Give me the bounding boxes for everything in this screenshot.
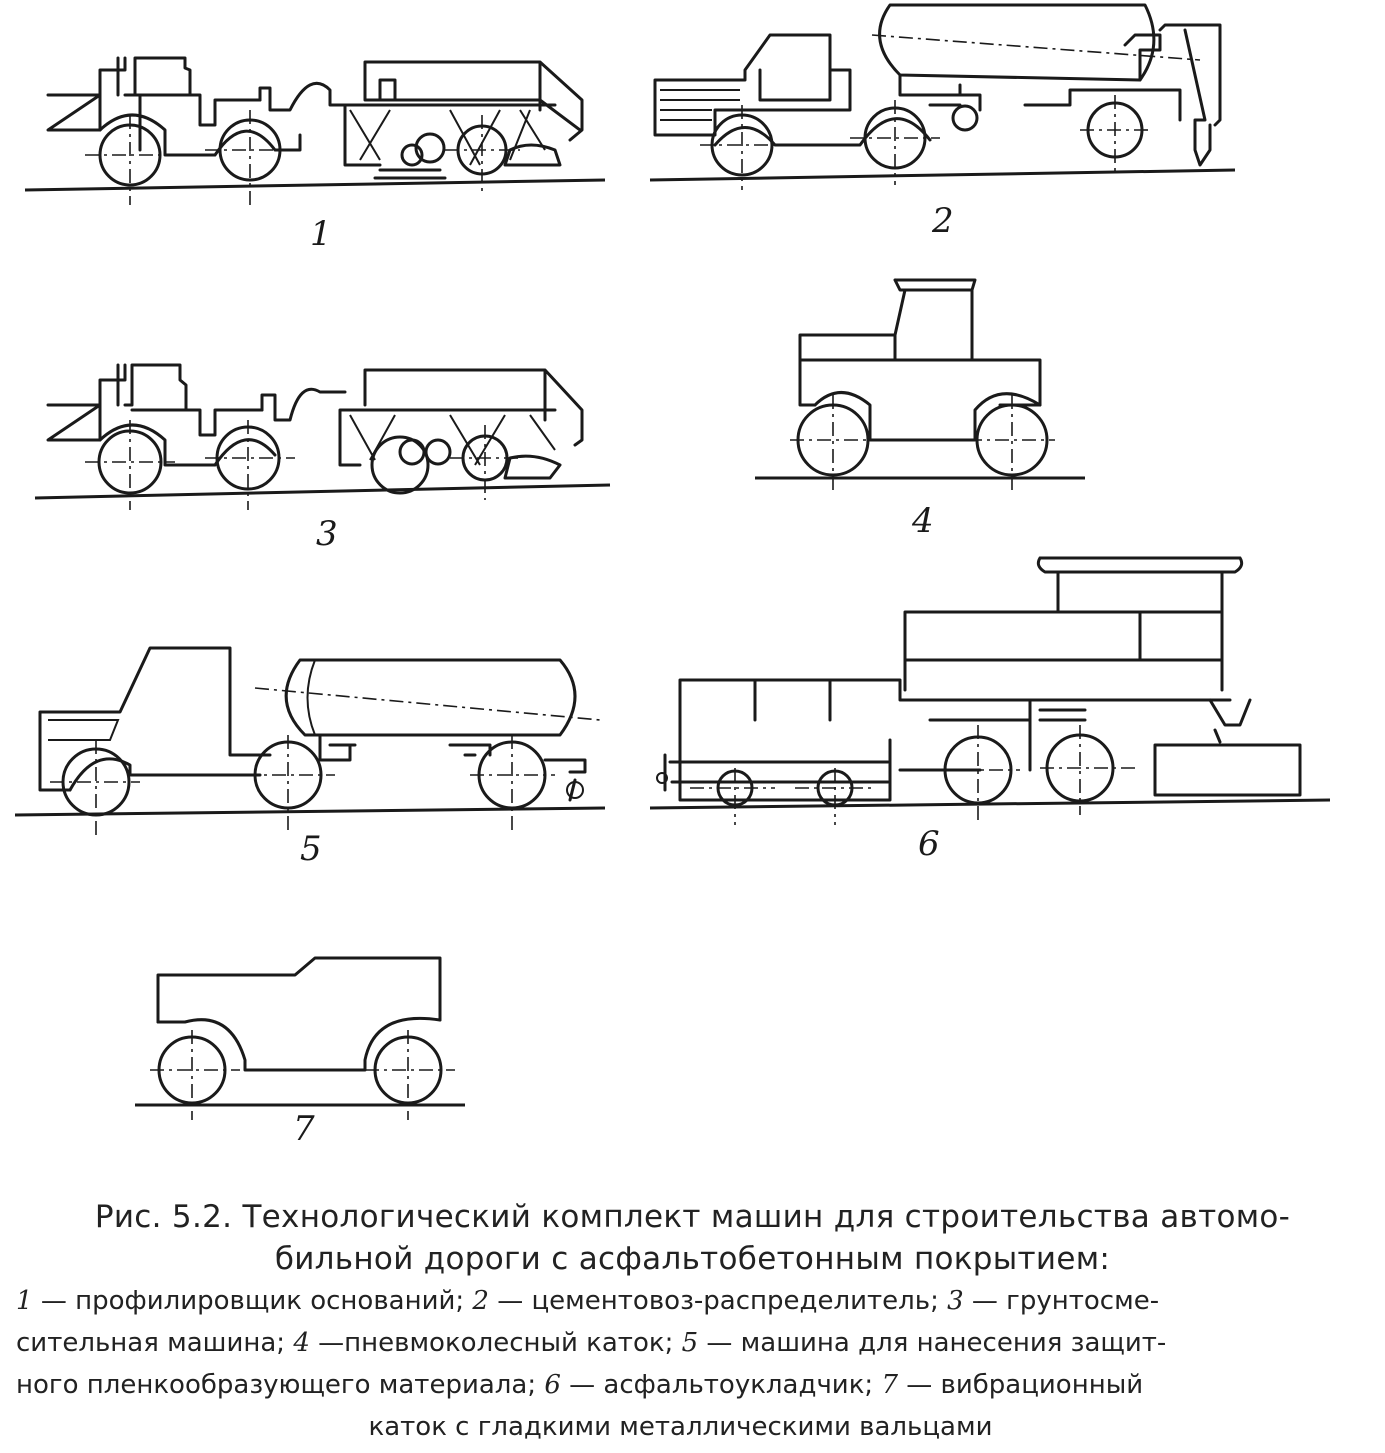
caption-legend: 1 — профилировщик оснований; 2 — цементо… — [0, 1280, 1385, 1448]
legend-num-7: 7 — [881, 1370, 898, 1400]
legend-text-5b: ного пленкообразующего материала; — [16, 1370, 537, 1400]
legend-line-3: ного пленкообразующего материала; 6 — ас… — [16, 1364, 1345, 1406]
legend-text-2: — цементовоз-распределитель; — [497, 1286, 939, 1316]
legend-text-4: —пневмоколесный каток; — [318, 1328, 674, 1358]
legend-num-1: 1 — [16, 1286, 33, 1316]
machine-6-paver: 6 — [649, 556, 1331, 864]
legend-num-3: 3 — [947, 1286, 964, 1316]
legend-text-7a: — вибрационный — [906, 1370, 1144, 1400]
caption-title-line-2: бильной дороги с асфальтобетонным покрыт… — [274, 1241, 1111, 1277]
caption-title-line-1: Рис. 5.2. Технологический комплект машин… — [94, 1199, 1291, 1235]
label-5: 5 — [300, 829, 322, 869]
legend-text-3b: сительная машина; — [16, 1328, 286, 1358]
legend-num-6: 6 — [544, 1370, 561, 1400]
machine-5-sprayer: 5 — [14, 646, 606, 869]
machine-4-pneumatic-roller: 4 — [755, 278, 1085, 541]
legend-line-2: сительная машина; 4 —пневмоколесный като… — [16, 1322, 1345, 1364]
legend-text-7b: каток с гладкими металлическими вальцами — [368, 1412, 993, 1442]
legend-text-3a: — грунтосме- — [971, 1286, 1160, 1316]
machine-2-cement-distributor: 2 — [649, 3, 1236, 241]
machine-1-profiler: 1 — [24, 56, 606, 254]
legend-num-5: 5 — [681, 1328, 699, 1358]
machine-3-soil-mixer: 3 — [34, 363, 611, 554]
machines-figure: 1 2 — [14, 3, 1331, 1149]
figure-caption: Рис. 5.2. Технологический комплект машин… — [0, 1196, 1385, 1448]
label-3: 3 — [316, 514, 338, 554]
label-4: 4 — [911, 501, 934, 541]
legend-num-4: 4 — [293, 1328, 310, 1358]
label-2: 2 — [931, 201, 954, 241]
label-6: 6 — [918, 824, 940, 864]
legend-text-6: — асфальтоукладчик; — [569, 1370, 874, 1400]
label-1: 1 — [310, 214, 332, 254]
machine-7-vibration-roller: 7 — [135, 956, 465, 1149]
legend-num-2: 2 — [472, 1286, 489, 1316]
caption-title: Рис. 5.2. Технологический комплект машин… — [0, 1196, 1385, 1280]
label-7: 7 — [293, 1109, 315, 1149]
legend-line-1: 1 — профилировщик оснований; 2 — цементо… — [16, 1280, 1345, 1322]
legend-text-5a: — машина для нанесения защит- — [706, 1328, 1167, 1358]
legend-text-1: — профилировщик оснований; — [40, 1286, 465, 1316]
